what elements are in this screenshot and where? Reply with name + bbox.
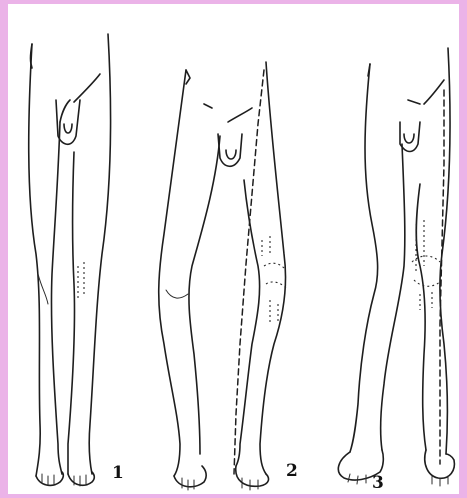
figure-label-3: 3 bbox=[372, 473, 384, 493]
figure-1-normal-legs bbox=[29, 34, 111, 486]
legs-diagram: 1 2 3 bbox=[8, 4, 459, 494]
figure-label-1: 1 bbox=[112, 463, 124, 483]
figure-2-leg-deformity bbox=[159, 62, 286, 490]
figure-3-leg-deformity bbox=[338, 48, 454, 486]
illustration-frame: 1 2 3 bbox=[8, 4, 459, 494]
figure-label-2: 2 bbox=[286, 461, 298, 481]
